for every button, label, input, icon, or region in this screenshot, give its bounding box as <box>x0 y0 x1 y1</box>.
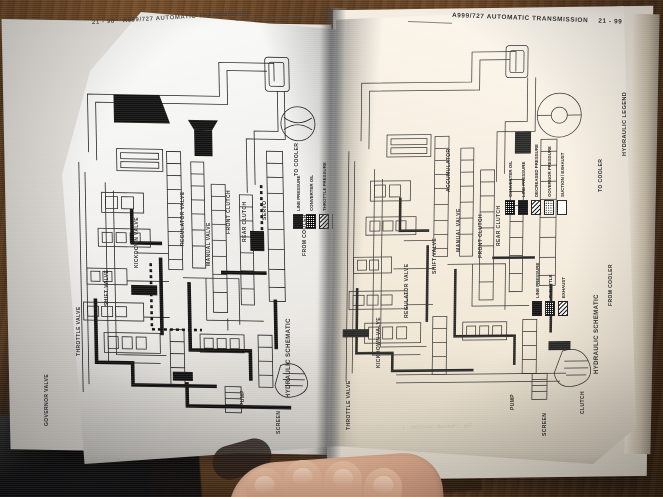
label-screen: SCREEN <box>276 410 282 434</box>
right-page-legend: CONVERTER OIL LINE PRESSURE DECREASED PR… <box>505 105 601 215</box>
left-diagram-title: HYDRAULIC SCHEMATIC <box>286 318 292 398</box>
label-servo: SERVO <box>262 200 268 220</box>
label-r-pump: PUMP <box>510 393 516 410</box>
label-regulator-valve: REGULATOR VALVE <box>180 191 186 246</box>
legend-label: CONVERTER OIL <box>507 160 513 197</box>
fingernail <box>292 467 313 485</box>
legend-row: DECREASED PRESSURE <box>531 105 541 215</box>
label-rear-clutch: REAR CLUTCH <box>242 201 248 242</box>
fingernail <box>372 474 395 494</box>
legend-label: DECREASED PRESSURE <box>533 144 539 197</box>
fingernail <box>253 474 276 494</box>
legend-label: LINE PRESSURE <box>534 262 540 298</box>
label-throttle-valve: THROTTLE VALVE <box>76 306 82 356</box>
legend-row: EXHAUST <box>558 220 568 316</box>
legend-row: GOVERNOR PRESSURE <box>544 105 554 215</box>
label-r-from-cooler: FROM COOLER <box>608 264 614 306</box>
label-r-screen: SCREEN <box>542 412 548 436</box>
legend-swatch-diagonal-icon <box>531 200 541 215</box>
label-r-rear-clutch: REAR CLUTCH <box>496 205 502 246</box>
label-front-clutch: FRONT CLUTCH <box>226 190 232 234</box>
legend-row: CONVERTER OIL <box>505 105 515 215</box>
label-r-shift-valve: SHIFT VALVE <box>432 237 438 274</box>
right-legend-title: HYDRAULIC LEGEND <box>622 91 628 156</box>
label-kickdown-valve: KICKDOWN VALVE <box>134 217 140 268</box>
left-page-schematic <box>68 32 325 427</box>
legend-swatch-solid-icon <box>532 301 542 316</box>
legend-row: LINE PRESSURE <box>518 105 528 215</box>
label-shift-valve: SHIFT VALVE <box>104 269 110 306</box>
label-manual-valve: MANUAL VALVE <box>206 222 212 266</box>
legend-swatch-solid-icon <box>293 214 303 229</box>
right-page-schematic <box>336 20 623 423</box>
legend-label: CONVERTER OIL <box>308 174 314 211</box>
legend-swatch-dot-icon <box>544 200 554 215</box>
right-page-legend-lower: LINE PRESSURE THROTTLE EXHAUST <box>532 220 588 316</box>
legend-swatch-open-icon <box>557 200 567 215</box>
fingernail <box>332 468 354 486</box>
label-r-accumulator: ACCUMULATOR <box>446 148 452 192</box>
right-page-number: 21 - 99 <box>598 17 623 26</box>
legend-row: LINE PRESSURE <box>532 220 542 316</box>
legend-label: THROTTLE <box>547 274 553 298</box>
label-r-kickdown-valve: KICKDOWN VALVE <box>376 317 382 368</box>
legend-label: LINE PRESSURE <box>520 161 526 197</box>
legend-label: LINE PRESSURE <box>295 175 301 211</box>
label-r-regulator-valve: REGULATOR VALVE <box>404 263 410 318</box>
legend-label: EXHAUST <box>560 277 566 298</box>
right-diagram-title: HYDRAULIC SCHEMATIC <box>594 294 600 374</box>
hand-holding-book <box>208 434 458 497</box>
legend-swatch-check-icon <box>505 200 515 215</box>
legend-swatch-solid-icon <box>518 200 528 215</box>
label-r-clutch: CLUTCH <box>580 391 586 414</box>
finger <box>323 460 363 497</box>
book-gutter <box>315 7 347 469</box>
legend-row: SUCTION / EXHAUST <box>557 105 567 215</box>
legend-row: THROTTLE <box>545 220 555 316</box>
label-r-manual-valve: MANUAL VALVE <box>456 208 462 252</box>
legend-label: SUCTION / EXHAUST <box>559 152 565 197</box>
label-r-front-clutch: FRONT CLUTCH <box>478 214 484 258</box>
legend-swatch-check-icon <box>306 214 316 229</box>
label-r-throttle-valve: THROTTLE VALVE <box>346 380 352 430</box>
legend-label: GOVERNOR PRESSURE <box>546 146 552 197</box>
legend-row: LINE PRESSURE <box>293 137 303 229</box>
legend-swatch-diagonal-icon <box>558 301 568 316</box>
left-page-surface <box>62 12 344 464</box>
label-governor-valve: GOVERNOR VALVE <box>44 373 50 426</box>
legend-swatch-check-icon <box>545 301 555 316</box>
label-pump: PUMP <box>240 389 246 406</box>
legend-row: CONVERTER OIL <box>306 137 316 229</box>
